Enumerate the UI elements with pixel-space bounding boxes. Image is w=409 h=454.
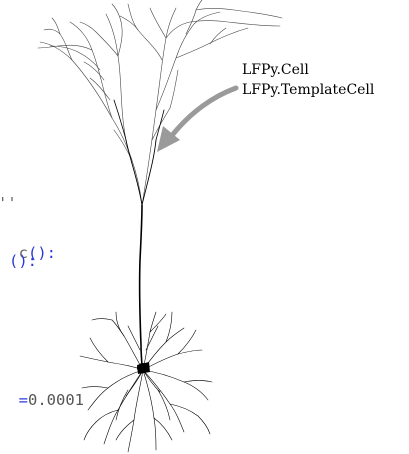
apical-tuft [37,0,283,206]
code-token-c: c [18,243,29,262]
code-quotes: '' [0,194,17,212]
basal-dendrites [79,311,213,453]
code-token-call: (): [28,243,57,262]
callout-arrow [157,85,239,152]
code-line-call: (): [9,252,37,270]
code-line-c: c(): [0,230,56,261]
code-token-equals: = [18,390,29,409]
label-cell: LFPy.Cell [242,62,309,78]
code-token-value: 0.0001 [28,390,85,409]
label-template-cell: LFPy.TemplateCell [242,82,375,98]
apical-trunk [113,99,165,369]
code-line-value: =0.0001 [0,377,84,408]
